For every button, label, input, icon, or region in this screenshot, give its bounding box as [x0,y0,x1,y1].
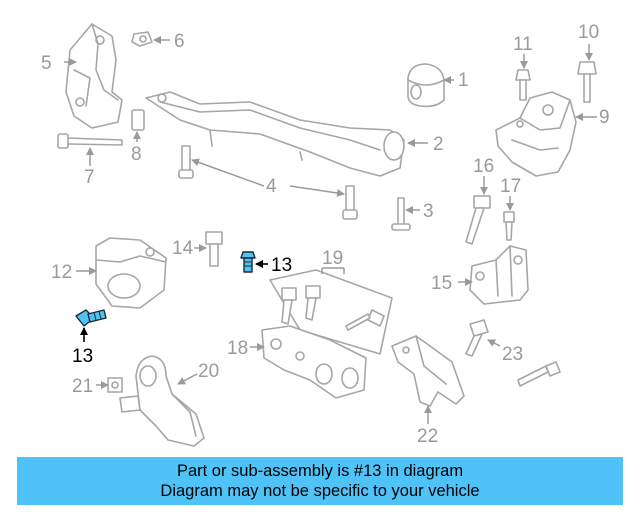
callout-18: 18 [227,338,248,359]
leader-lines [64,36,597,424]
part-13-bolt-upper[interactable] [240,251,256,273]
part-1-mount [407,63,445,108]
callout-6: 6 [174,31,185,52]
callout-22: 22 [417,426,438,447]
callout-23: 23 [502,344,523,365]
callout-8: 8 [131,144,142,165]
callout-11: 11 [513,34,533,55]
info-banner-line-2: Diagram may not be specific to your vehi… [160,482,480,500]
part-11-bolt [515,69,531,101]
info-banner-line-1: Part or sub-assembly is #13 in diagram [176,462,464,480]
part-15-bracket [469,245,529,305]
callout-17: 17 [500,176,521,197]
part-22-bracket [391,335,465,407]
part-19-kit [269,269,393,355]
callout-19: 19 [322,248,343,269]
part-8-clip [131,109,145,131]
callout-3: 3 [423,201,434,222]
part-21-bolt [107,377,123,393]
part-20-mount [119,355,205,447]
part-17-bolt [503,211,515,241]
part-18-bracket [261,325,367,399]
parts-diagram: 5 6 1 2 3 4 7 8 9 10 11 16 17 15 14 12 1… [41,22,610,447]
callout-9: 9 [599,107,610,128]
part-16-bolt [465,195,491,245]
callout-5: 5 [41,53,52,74]
part-13-bolt-lower[interactable] [75,309,107,327]
callout-13-upper[interactable]: 13 [271,255,292,276]
callout-16: 16 [473,156,494,177]
part-9-mount [495,91,577,177]
callout-21: 21 [72,376,93,397]
callout-15: 15 [431,273,452,294]
part-6-nut [131,31,153,47]
callout-10: 10 [578,22,599,43]
callout-2: 2 [433,134,444,155]
callout-12: 12 [51,262,72,283]
callout-14: 14 [172,238,194,259]
part-4-crossmember [145,91,405,220]
callout-13-lower[interactable]: 13 [72,346,93,367]
part-23-bolts [465,319,561,387]
part-10-bolt [577,61,597,103]
callout-1: 1 [458,70,469,91]
callout-4: 4 [266,176,277,197]
part-14-bolt [205,231,223,267]
part-12-mount [95,237,167,309]
part-5-bracket [65,23,123,129]
info-banner: Part or sub-assembly is #13 in diagram D… [17,457,623,505]
part-7-bolt [57,133,123,149]
part-3-stud [391,197,411,231]
callout-7: 7 [84,167,95,188]
callout-20: 20 [198,361,219,382]
